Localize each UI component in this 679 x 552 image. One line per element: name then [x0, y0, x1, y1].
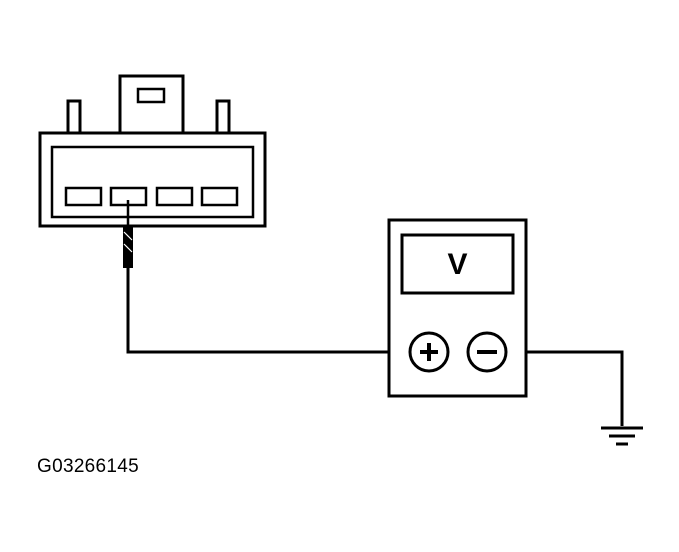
probe-handle — [123, 226, 133, 268]
connector-cavity-3 — [155, 186, 194, 207]
connector-left-post — [66, 99, 82, 137]
connector-cavity-4 — [200, 186, 239, 207]
ground-icon — [601, 426, 643, 446]
test-leads — [126, 266, 624, 426]
test-probe — [123, 200, 133, 268]
negative-terminal — [466, 331, 508, 373]
connector-tab-window — [136, 87, 166, 104]
figure-id: G03266145 — [37, 456, 140, 477]
connector-right-post — [215, 99, 231, 137]
connector-top-tab — [118, 74, 185, 138]
voltmeter-unit-label: V — [447, 248, 467, 281]
voltmeter: V — [387, 218, 528, 398]
connector-cavity-1 — [64, 186, 103, 207]
positive-lead — [126, 266, 408, 354]
negative-lead — [506, 350, 624, 426]
connector-inner-body — [50, 145, 255, 219]
positive-terminal — [408, 331, 450, 373]
connector — [38, 74, 267, 228]
voltmeter-display — [400, 233, 515, 295]
